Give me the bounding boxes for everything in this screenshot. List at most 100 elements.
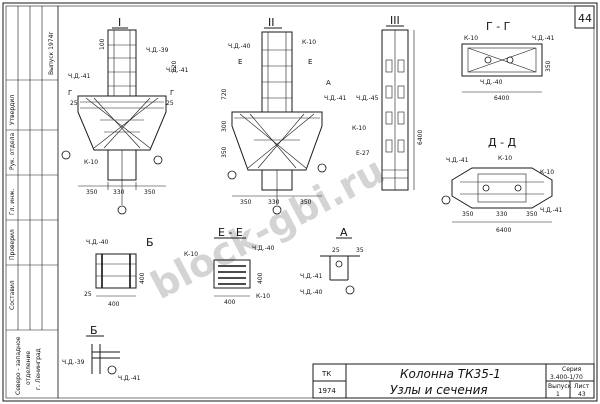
detail-A-mark-1: Ч.Д.-41 [300,273,323,280]
detail-A-label: А [340,226,348,239]
detail-A-mark-4: 35 [356,247,364,254]
section-DD-mark-2: К-10 [498,155,512,162]
section-EE-mark-1: К-10 [184,251,198,258]
detail-A-mark-3: 25 [332,247,340,254]
stamp-org-1: Северо - западное [15,336,22,395]
view-I: I 350 330 350 Ч.Д.-39 Ч.Д.-41 Ч.Д.-41 Г [61,16,189,215]
detail-B1-label: Б [146,236,154,249]
section-DD-dim-1: 350 [462,211,474,218]
section-GG-mark-3: 350 [545,60,552,72]
view-III: III Ч.Д.-45 К-10 Е-27 6400 [352,14,424,191]
series-value: 3.400-1/70 [550,374,583,381]
watermark: block-gbi.ru [144,148,392,308]
detail-B2-mark-1: Ч.Д.-39 [62,359,85,366]
view-I-label: I [118,16,121,29]
section-GG-mark-4: 6400 [494,95,509,102]
view-II-mark-5: А [326,79,331,87]
view-II-dim-1: 350 [240,199,252,206]
view-I-mark-8: 25 [70,100,78,107]
sheet-number-box [574,5,595,29]
section-DD-mark-3: К-10 [540,169,554,176]
view-I-mark-7: 25 [166,100,174,107]
detail-B2-label: Б [90,324,98,337]
section-EE-dim-2: 400 [224,299,236,306]
list-value: 43 [578,391,586,398]
view-III-label: III [390,14,400,27]
section-DD-mark-1: Ч.Д.-41 [446,157,469,164]
view-I-dim-3: 350 [144,189,156,196]
stamp-role-4: Проверил [9,229,16,260]
section-DD-mark-4: Ч.Д.-41 [540,207,563,214]
view-III-mark-3: Е-27 [356,150,370,157]
view-I-mark-10: 100 [99,38,106,50]
view-III-mark-1: Ч.Д.-45 [356,95,379,102]
stamp-role-5: Составил [9,280,16,310]
view-I-mark-6: К-10 [84,159,98,166]
section-DD: Д - Д Ч.Д.-41 К-10 К-10 350 330 350 6400… [441,136,563,234]
title-code: ТК [321,370,331,378]
list-label: Лист [574,383,590,390]
view-I-dim-1: 350 [86,189,98,196]
detail-B1-dim-1: 400 [139,272,146,284]
detail-B1-mark-1: Ч.Д.-40 [86,239,109,246]
view-I-mark-4: Г [68,89,72,97]
view-II-mark-3: Е [238,58,242,66]
detail-B2-mark-2: Ч.Д.-41 [118,375,141,382]
stamp-org-3: г. Ленинград [35,348,42,390]
detail-A-mark-2: Ч.Д.-40 [300,289,323,296]
vypusk-value: 1 [556,391,560,398]
title-year: 1974 [318,387,336,395]
view-II-dim-2: 330 [268,199,280,206]
view-I-mark-9: 720 [171,60,178,72]
view-I-mark-5: Г [170,89,174,97]
view-II-mark-8: 300 [221,120,228,132]
section-DD-dim-4: 6400 [496,227,511,234]
view-II-label: II [268,16,275,29]
view-II: II 350 330 350 Ч.Д.-40 К-10 Е Е А Ч.Д.-4… [221,16,347,215]
side-stamp: Выпуск 1974г Утвердил Рук. отдела Гл. ин… [5,5,59,399]
series-label: Серия [562,366,582,373]
view-II-mark-9: 350 [221,146,228,158]
section-DD-label: Д - Д [488,136,517,149]
view-II-mark-2: К-10 [302,39,316,46]
section-GG-mark-5: Ч.Д.-40 [480,79,503,86]
detail-A: А Ч.Д.-41 Ч.Д.-40 25 35 [300,226,364,296]
detail-B2: Б Ч.Д.-39 Ч.Д.-41 [62,324,141,382]
view-II-mark-4: Е [308,58,312,66]
view-II-mark-7: 720 [221,88,228,100]
title-sub: Узлы и сечения [390,383,488,397]
section-DD-dim-3: 350 [526,211,538,218]
view-II-mark-6: Ч.Д.-41 [324,95,347,102]
section-EE-mark-2: Ч.Д.-40 [252,245,275,252]
stamp-role-1: Утвердил [9,95,16,125]
section-EE-dim-1: 400 [257,272,264,284]
section-DD-dim-2: 330 [496,211,508,218]
vypusk-label: Выпуск [548,383,572,390]
view-I-mark-3: Ч.Д.-41 [166,67,189,74]
section-GG-mark-1: К-10 [464,35,478,42]
stamp-org-2: отделение [25,351,32,385]
section-GG: Г - Г К-10 Ч.Д.-41 350 6400 Ч.Д.-40 [461,20,555,102]
stamp-role-2: Рук. отдела [9,133,16,170]
view-II-dim-3: 350 [300,199,312,206]
view-II-mark-1: Ч.Д.-40 [228,43,251,50]
detail-B1-dim-2: 400 [108,301,120,308]
section-GG-label: Г - Г [486,20,511,33]
detail-B1-mark-2: 25 [84,291,92,298]
section-EE: Е - Е К-10 Ч.Д.-40 К-10 400 400 [184,226,275,306]
detail-B1: Б Ч.Д.-40 25 400 400 [84,236,154,308]
section-EE-label: Е - Е [218,226,243,239]
view-III-mark-2: К-10 [352,125,366,132]
title-block: ТК 1974 Колонна ТК35-1 Узлы и сечения Се… [312,363,595,399]
title-main: Колонна ТК35-1 [400,367,501,381]
sheet-number: 44 [578,12,592,25]
view-III-mark-4: 6400 [417,130,424,145]
view-I-mark-1: Ч.Д.-39 [146,47,169,54]
view-I-mark-2: Ч.Д.-41 [68,73,91,80]
view-I-dim-2: 330 [113,189,125,196]
section-GG-mark-2: Ч.Д.-41 [532,35,555,42]
stamp-role-3: Гл. инж. [9,188,16,215]
section-EE-mark-3: К-10 [256,293,270,300]
